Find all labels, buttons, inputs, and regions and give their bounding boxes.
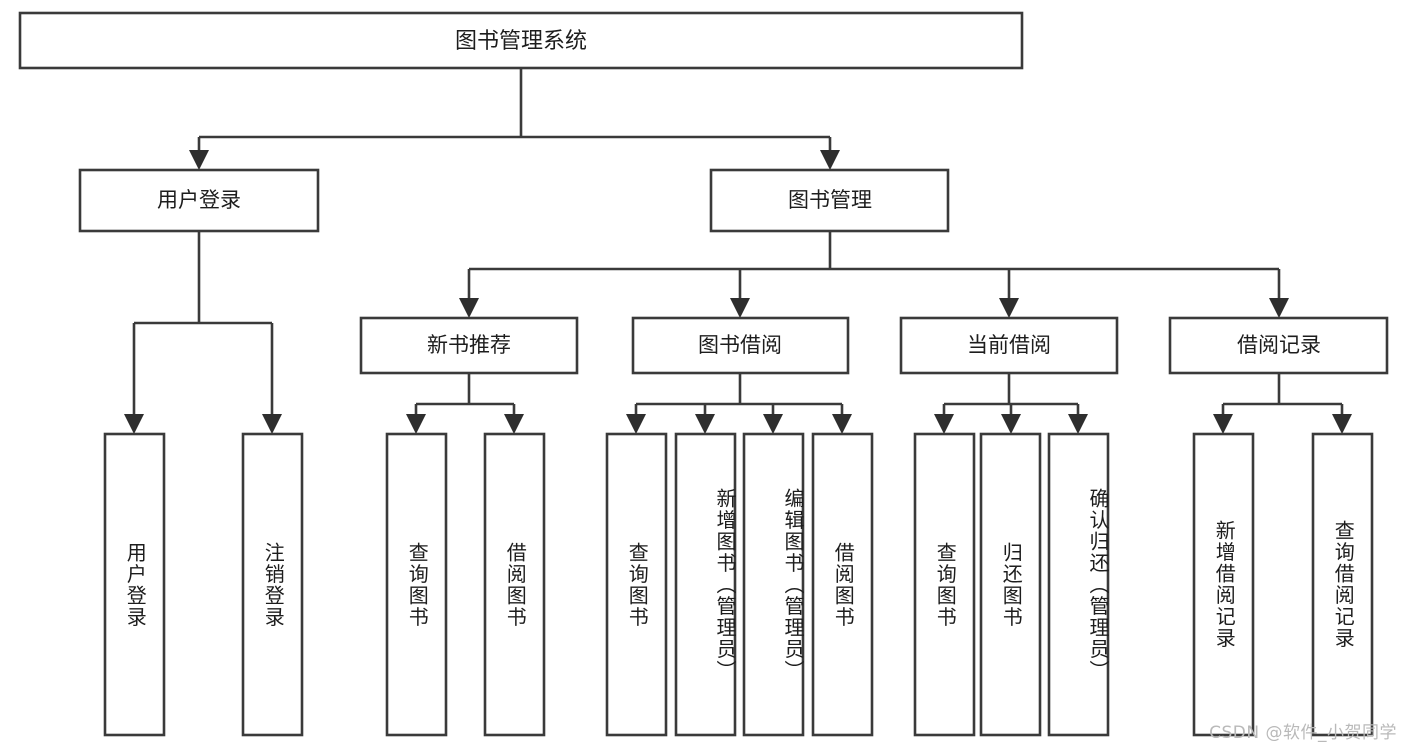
arrowhead-leaf-borrow-book-2 [832, 414, 852, 434]
node-new-book-recommend-label: 新书推荐 [427, 333, 511, 357]
arrowhead-leaf-query-record [1332, 414, 1352, 434]
node-borrow-record-box[interactable] [1168, 316, 1389, 375]
leaf-box-edit-book[interactable] [742, 432, 805, 737]
arrowhead-leaf-return-book [1001, 414, 1021, 434]
node-book-borrow-box[interactable] [631, 316, 850, 375]
arrowhead-leaf-add-book [695, 414, 715, 434]
node-book-manage-label: 图书管理 [788, 188, 872, 212]
node-current-borrow-label: 当前借阅 [967, 333, 1051, 357]
leaf-box-user-login[interactable] [103, 432, 166, 737]
node-root[interactable]: 图书管理系统 [18, 11, 1024, 70]
node-user-login-box[interactable] [78, 168, 320, 233]
connector-layer [124, 68, 1352, 434]
leaf-box-confirm-return[interactable] [1047, 432, 1110, 737]
csdn-watermark: CSDN @软件_小贺同学 [1209, 723, 1397, 743]
leaf-box-add-book[interactable] [674, 432, 737, 737]
leaf-box-layer [103, 432, 1374, 737]
leaf-box-return-book[interactable] [979, 432, 1042, 737]
node-book-borrow[interactable]: 图书借阅 [631, 316, 850, 375]
node-book-borrow-label: 图书借阅 [698, 333, 782, 357]
arrowhead-leaf-query-book-1 [406, 414, 426, 434]
node-new-book-recommend-box[interactable] [359, 316, 579, 375]
arrowhead-leaf-confirm-return [1068, 414, 1088, 434]
leaf-box-query-book-1[interactable] [385, 432, 448, 737]
arrowhead-new-book-recommend [459, 298, 479, 318]
arrowhead-leaf-add-record [1213, 414, 1233, 434]
leaf-box-query-book-2[interactable] [605, 432, 668, 737]
node-new-book-recommend[interactable]: 新书推荐 [359, 316, 579, 375]
node-borrow-record[interactable]: 借阅记录 [1168, 316, 1389, 375]
node-root-label: 图书管理系统 [455, 29, 587, 54]
leaf-box-query-record[interactable] [1311, 432, 1374, 737]
arrowhead-current-borrow [999, 298, 1019, 318]
leaf-box-borrow-book-1[interactable] [483, 432, 546, 737]
leaf-box-logout[interactable] [241, 432, 304, 737]
node-current-borrow-box[interactable] [899, 316, 1119, 375]
node-current-borrow[interactable]: 当前借阅 [899, 316, 1119, 375]
leaf-box-add-record[interactable] [1192, 432, 1255, 737]
node-user-login[interactable]: 用户登录 [78, 168, 320, 233]
arrowhead-leaf-logout [262, 414, 282, 434]
arrowhead-book-borrow [730, 298, 750, 318]
arrowhead-borrow-record [1269, 298, 1289, 318]
node-book-manage-box[interactable] [709, 168, 950, 233]
leaf-box-borrow-book-2[interactable] [811, 432, 874, 737]
arrowhead-user-login [189, 150, 209, 170]
arrowhead-leaf-query-book-2 [626, 414, 646, 434]
node-book-manage[interactable]: 图书管理 [709, 168, 950, 233]
arrowhead-leaf-edit-book [763, 414, 783, 434]
leaf-box-query-book-3[interactable] [913, 432, 976, 737]
node-root-box[interactable] [18, 11, 1024, 70]
node-borrow-record-label: 借阅记录 [1237, 333, 1321, 357]
arrowhead-leaf-user-login [124, 414, 144, 434]
node-user-login-label: 用户登录 [157, 188, 241, 212]
arrowhead-leaf-query-book-3 [934, 414, 954, 434]
arrowhead-leaf-borrow-book-1 [504, 414, 524, 434]
arrowhead-book-manage [820, 150, 840, 170]
